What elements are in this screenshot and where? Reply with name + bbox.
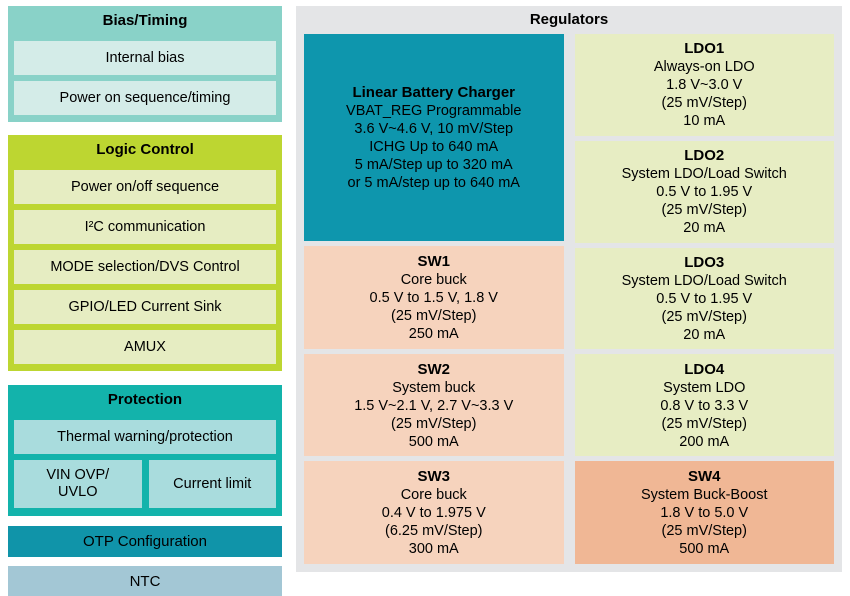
card-line: 0.5 V to 1.95 V [656, 184, 753, 201]
card-line: 1.8 V to 5.0 V [660, 505, 749, 522]
ntc-bar[interactable]: NTC [8, 566, 282, 596]
regulators-title: Regulators [529, 11, 609, 28]
logic-control-title: Logic Control [96, 141, 194, 158]
card-line: ICHG Up to 640 mA [369, 139, 499, 156]
sw1-card[interactable]: SW1 Core buck 0.5 V to 1.5 V, 1.8 V (25 … [304, 246, 564, 349]
ldo2-card[interactable]: LDO2 System LDO/Load Switch 0.5 V to 1.9… [574, 140, 834, 243]
sw2-card[interactable]: SW2 System buck 1.5 V~2.1 V, 2.7 V~3.3 V… [304, 353, 564, 457]
bias-timing-title: Bias/Timing [102, 12, 188, 29]
card-line: (25 mV/Step) [661, 202, 747, 219]
card-line: 5 mA/Step up to 320 mA [354, 157, 513, 174]
ldo1-card[interactable]: LDO1 Always-on LDO 1.8 V~3.0 V (25 mV/St… [574, 34, 834, 136]
left-column: Bias/Timing Internal bias Power on seque… [8, 6, 282, 596]
card-line: (25 mV/Step) [661, 415, 747, 432]
card-line: 300 mA [408, 541, 459, 558]
card-title: Linear Battery Charger [352, 84, 516, 102]
card-line: (25 mV/Step) [661, 95, 747, 112]
thermal-warning-protection-box[interactable]: Thermal warning/protection [14, 420, 276, 454]
card-line: System LDO/Load Switch [621, 166, 787, 183]
card-line: or 5 mA/step up to 640 mA [347, 175, 520, 192]
regulators-panel: Regulators Linear Battery Charger VBAT_R… [296, 6, 842, 572]
card-line: 20 mA [683, 326, 726, 343]
linear-battery-charger-card[interactable]: Linear Battery Charger VBAT_REG Programm… [304, 34, 564, 242]
card-line: 0.5 V to 1.95 V [656, 290, 753, 307]
ldo4-card[interactable]: LDO4 System LDO 0.8 V to 3.3 V (25 mV/St… [574, 354, 834, 457]
card-line: 1.5 V~2.1 V, 2.7 V~3.3 V [354, 397, 514, 414]
card-line: 10 mA [683, 113, 726, 130]
mode-selection-dvs-control-box[interactable]: MODE selection/DVS Control [14, 250, 276, 284]
power-on-off-sequence-box[interactable]: Power on/off sequence [14, 170, 276, 204]
protection-group: Protection Thermal warning/protection VI… [8, 385, 282, 516]
internal-bias-box[interactable]: Internal bias [14, 41, 276, 75]
protection-row: VIN OVP/ UVLO Current limit [14, 460, 276, 508]
card-line: 500 mA [679, 541, 730, 558]
card-title: LDO1 [684, 40, 725, 58]
regulators-body: Linear Battery Charger VBAT_REG Programm… [296, 34, 842, 572]
card-line: 200 mA [679, 433, 730, 450]
card-title: LDO2 [684, 147, 725, 165]
sw3-card[interactable]: SW3 Core buck 0.4 V to 1.975 V (6.25 mV/… [304, 461, 564, 564]
current-limit-box[interactable]: Current limit [148, 460, 276, 508]
sw4-card[interactable]: SW4 System Buck-Boost 1.8 V to 5.0 V (25… [574, 461, 834, 564]
regulators-left-column: Linear Battery Charger VBAT_REG Programm… [304, 34, 564, 564]
card-title: LDO3 [684, 253, 725, 271]
card-line: System LDO/Load Switch [621, 272, 787, 289]
ldo3-card[interactable]: LDO3 System LDO/Load Switch 0.5 V to 1.9… [574, 247, 834, 350]
card-title: LDO4 [684, 360, 725, 378]
i2c-communication-box[interactable]: I²C communication [14, 210, 276, 244]
card-title: SW3 [417, 468, 450, 486]
card-line: Core buck [400, 487, 467, 504]
card-line: VBAT_REG Programmable [346, 103, 522, 120]
card-line: 250 mA [408, 325, 459, 342]
card-title: SW2 [417, 360, 450, 378]
protection-title: Protection [107, 391, 183, 408]
gpio-led-current-sink-box[interactable]: GPIO/LED Current Sink [14, 290, 276, 324]
card-line: 0.5 V to 1.5 V, 1.8 V [369, 289, 498, 306]
card-line: 1.8 V~3.0 V [666, 77, 743, 94]
card-title: SW4 [687, 468, 721, 486]
card-line: (6.25 mV/Step) [384, 523, 483, 540]
card-line: Always-on LDO [653, 59, 755, 76]
regulators-right-column: LDO1 Always-on LDO 1.8 V~3.0 V (25 mV/St… [574, 34, 834, 564]
card-line: (25 mV/Step) [661, 523, 747, 540]
vin-ovp-uvlo-box[interactable]: VIN OVP/ UVLO [14, 460, 142, 508]
card-line: (25 mV/Step) [661, 308, 747, 325]
card-title: SW1 [417, 252, 450, 270]
card-line: 3.6 V~4.6 V, 10 mV/Step [354, 121, 514, 138]
logic-control-group: Logic Control Power on/off sequence I²C … [8, 135, 282, 371]
bias-timing-group: Bias/Timing Internal bias Power on seque… [8, 6, 282, 122]
card-line: 20 mA [683, 220, 726, 237]
card-line: System buck [392, 379, 476, 396]
card-line: (25 mV/Step) [391, 307, 477, 324]
card-line: System Buck-Boost [640, 487, 768, 504]
amux-box[interactable]: AMUX [14, 330, 276, 364]
card-line: 0.8 V to 3.3 V [660, 397, 749, 414]
power-on-sequence-timing-box[interactable]: Power on sequence/timing [14, 81, 276, 115]
card-line: Core buck [400, 271, 467, 288]
card-line: System LDO [663, 379, 746, 396]
card-line: (25 mV/Step) [391, 415, 477, 432]
card-line: 0.4 V to 1.975 V [381, 505, 486, 522]
card-line: 500 mA [408, 433, 459, 450]
otp-configuration-bar[interactable]: OTP Configuration [8, 526, 282, 557]
